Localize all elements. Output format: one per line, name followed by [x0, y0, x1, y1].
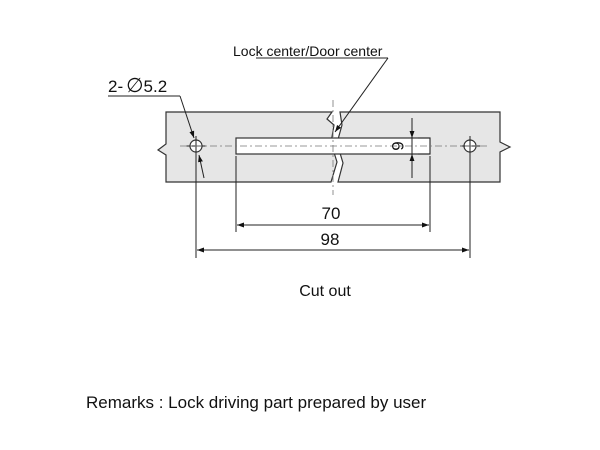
remarks-text: Remarks : Lock driving part prepared by …: [86, 393, 426, 412]
slot-length-text: 70: [322, 204, 341, 223]
hole-spacing-text: 98: [321, 230, 340, 249]
lock-center-leader: [256, 57, 389, 133]
hole-diameter-text: 5.2: [144, 77, 168, 96]
slot-height-dimension: [409, 118, 430, 178]
lock-center-label: Lock center/Door center: [233, 43, 383, 59]
slot-height-text: 6: [388, 141, 407, 150]
hole-count-text: 2-: [108, 77, 123, 96]
extension-lines: [195, 154, 471, 258]
hole-spec-leader: [108, 95, 205, 179]
diameter-symbol: ∅: [126, 75, 143, 97]
cutout-caption: Cut out: [299, 283, 351, 300]
hole-spec-label: 2-∅5.2: [108, 75, 167, 97]
